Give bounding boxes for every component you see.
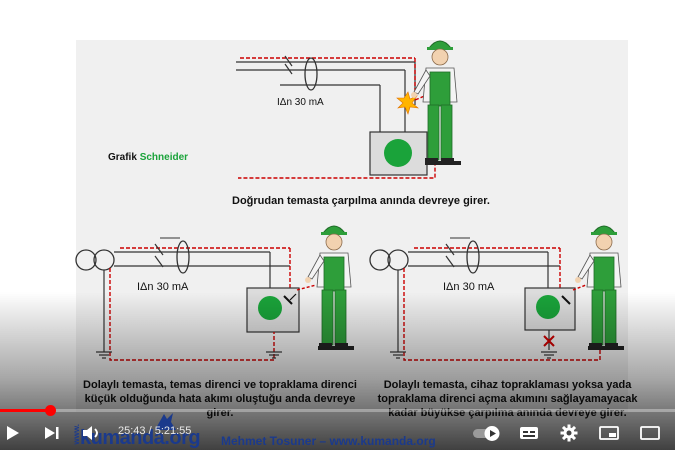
- top-diagram: [236, 40, 461, 179]
- time-separator: /: [145, 425, 155, 437]
- right-rcd-label: IΔn 30 mA: [443, 281, 495, 293]
- right-caption-line: topraklama direnci açma akımını sağlayam…: [377, 393, 638, 405]
- subtitles-icon: [520, 427, 538, 439]
- right-caption-line: Dolaylı temasta, cihaz topraklaması yoks…: [383, 379, 632, 391]
- fullscreen-icon: [640, 426, 660, 440]
- left-diagram: [75, 225, 354, 361]
- miniplayer-button[interactable]: [596, 420, 622, 446]
- graphic-label: Grafik: [108, 152, 137, 163]
- left-caption-line: küçük olduğunda hata akımı oluştuğu anda…: [84, 393, 356, 405]
- subtitles-button[interactable]: [516, 420, 542, 446]
- watermark-site: kumanda.org: [80, 427, 201, 449]
- play-icon: [7, 426, 19, 440]
- progress-track[interactable]: [0, 409, 675, 412]
- top-rcd-label: IΔn 30 mA: [277, 97, 324, 108]
- volume-icon: [83, 426, 98, 440]
- watermark-author: Mehmet Tosuner – www.kumanda.org: [221, 434, 436, 448]
- progress-played: [0, 409, 50, 412]
- settings-button[interactable]: [556, 420, 582, 446]
- top-caption: Doğrudan temasta çarpılma anında devreye…: [232, 195, 490, 207]
- right-caption: Dolaylı temasta, cihaz topraklaması yoks…: [365, 378, 650, 420]
- left-caption: Dolaylı temasta, temas direnci ve toprak…: [75, 378, 365, 420]
- watermark-logo-icon: [155, 413, 176, 430]
- graphic-brand: Schneider: [139, 152, 189, 163]
- progress-scrubber[interactable]: [44, 405, 56, 416]
- left-rcd-label: IΔn 30 mA: [137, 281, 189, 293]
- settings-gear-icon: [560, 424, 578, 442]
- autoplay-toggle-icon: [473, 426, 500, 441]
- graphic-credit: Grafik Schneider: [108, 152, 188, 163]
- duration: 5:21:55: [154, 425, 192, 437]
- mute-button[interactable]: [80, 420, 104, 446]
- next-icon: [45, 427, 59, 439]
- left-caption-line: Dolaylı temasta, temas direnci ve toprak…: [83, 379, 357, 391]
- next-button[interactable]: [41, 420, 63, 446]
- autoplay-toggle[interactable]: [470, 420, 504, 446]
- right-diagram: [369, 225, 624, 361]
- play-button[interactable]: [2, 420, 24, 446]
- miniplayer-icon: [599, 426, 619, 440]
- current-time: 25:43: [118, 425, 146, 437]
- fullscreen-button[interactable]: [637, 420, 663, 446]
- time-display: 25:43 / 5:21:55: [118, 425, 191, 437]
